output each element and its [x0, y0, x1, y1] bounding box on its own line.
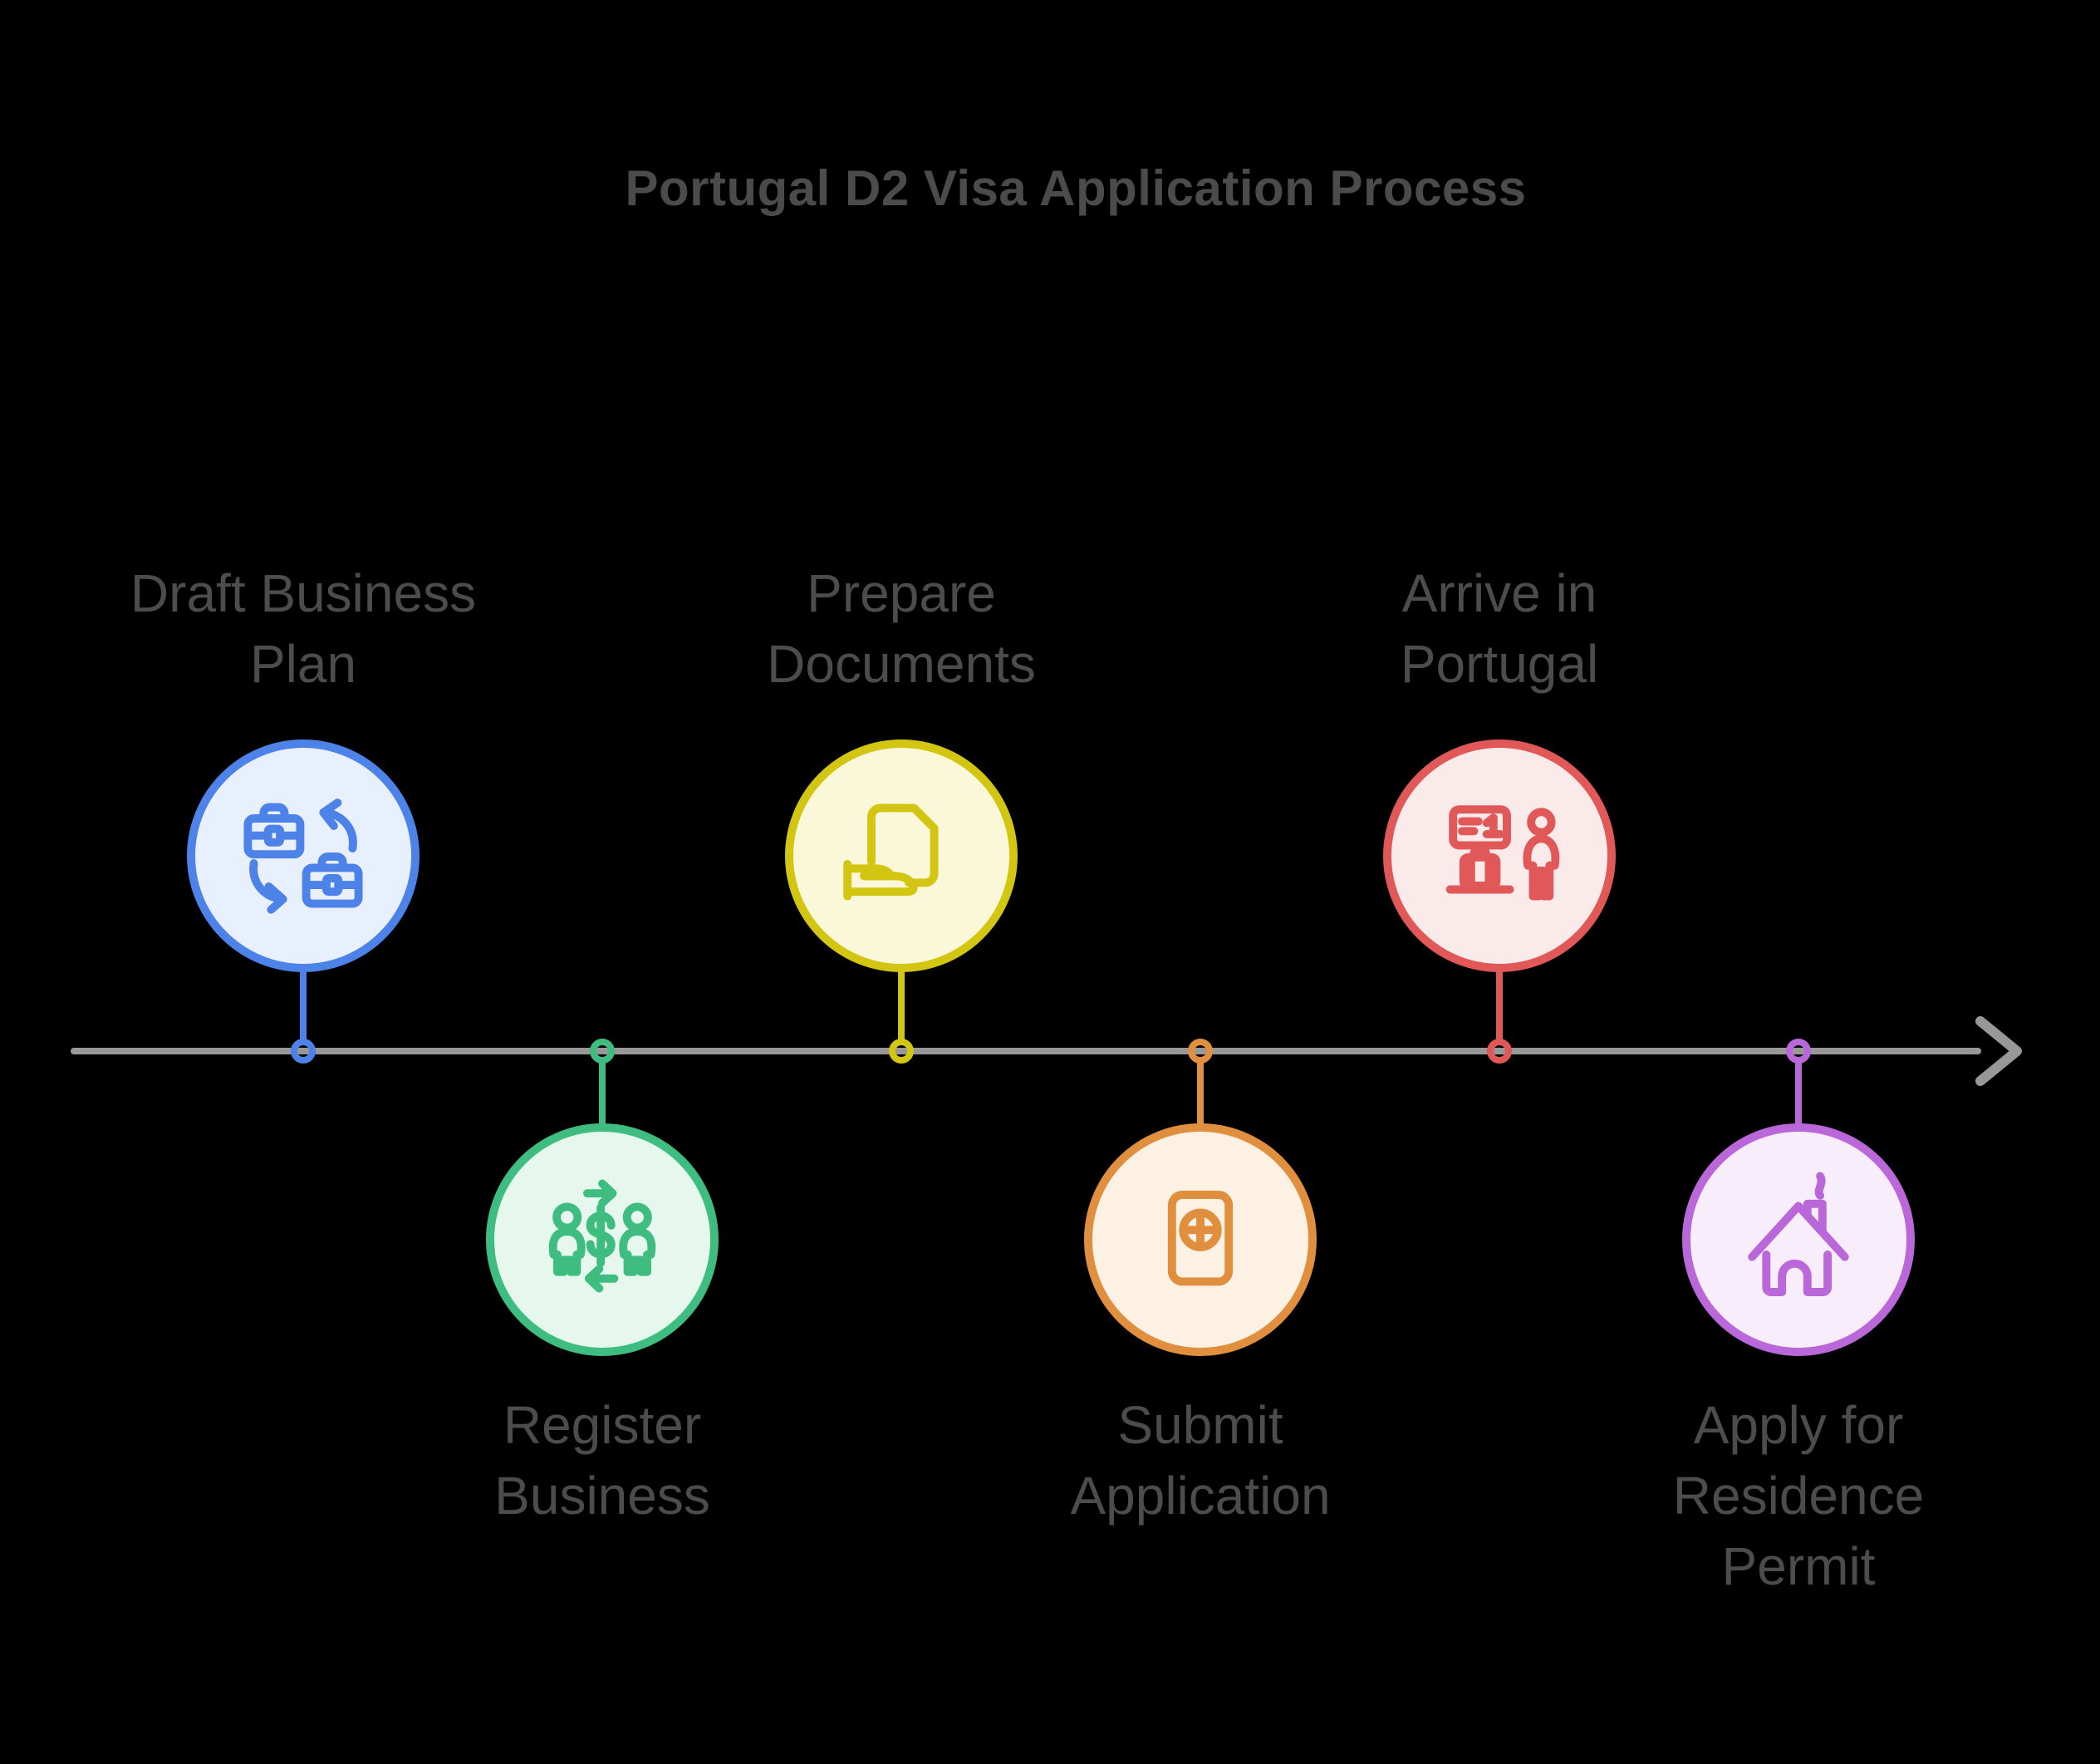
step-label: Apply for Residence Permit: [1672, 1395, 1925, 1596]
timeline-node: [1188, 1039, 1213, 1064]
step-connector: [1197, 1063, 1204, 1124]
step-label: Draft Business Plan: [130, 563, 477, 694]
step-circle: [1084, 1123, 1317, 1356]
step-circle: [187, 740, 420, 972]
briefcase-exchange-icon: [243, 798, 363, 914]
step-circle: [1682, 1123, 1915, 1356]
document-hand-icon: [843, 803, 939, 901]
page-title: Portugal D2 Visa Application Process: [625, 160, 1527, 216]
timeline-node: [889, 1039, 914, 1064]
step-label: Prepare Documents: [767, 563, 1036, 694]
arrival-luggage-icon: [1445, 805, 1560, 901]
timeline-node: [1487, 1039, 1512, 1064]
step-label: Arrive in Portugal: [1400, 563, 1599, 694]
step-connector: [300, 966, 307, 1039]
step-circle: [486, 1123, 719, 1356]
timeline-line: [71, 1048, 1981, 1054]
step-label: Register Business: [494, 1395, 710, 1526]
step-circle: [1383, 740, 1616, 972]
step-connector: [1795, 1063, 1802, 1124]
passport-icon: [1167, 1191, 1234, 1286]
timeline-node: [291, 1039, 316, 1064]
step-circle: [785, 740, 1018, 972]
step-label: Submit Application: [1070, 1395, 1331, 1526]
timeline-arrowhead-icon: [1975, 1016, 2022, 1086]
step-connector: [1496, 966, 1503, 1039]
house-icon: [1748, 1172, 1849, 1296]
step-connector: [898, 966, 905, 1039]
timeline-node: [1786, 1039, 1811, 1064]
people-transaction-icon: [548, 1179, 656, 1293]
step-connector: [599, 1063, 606, 1124]
timeline-node: [590, 1039, 615, 1064]
